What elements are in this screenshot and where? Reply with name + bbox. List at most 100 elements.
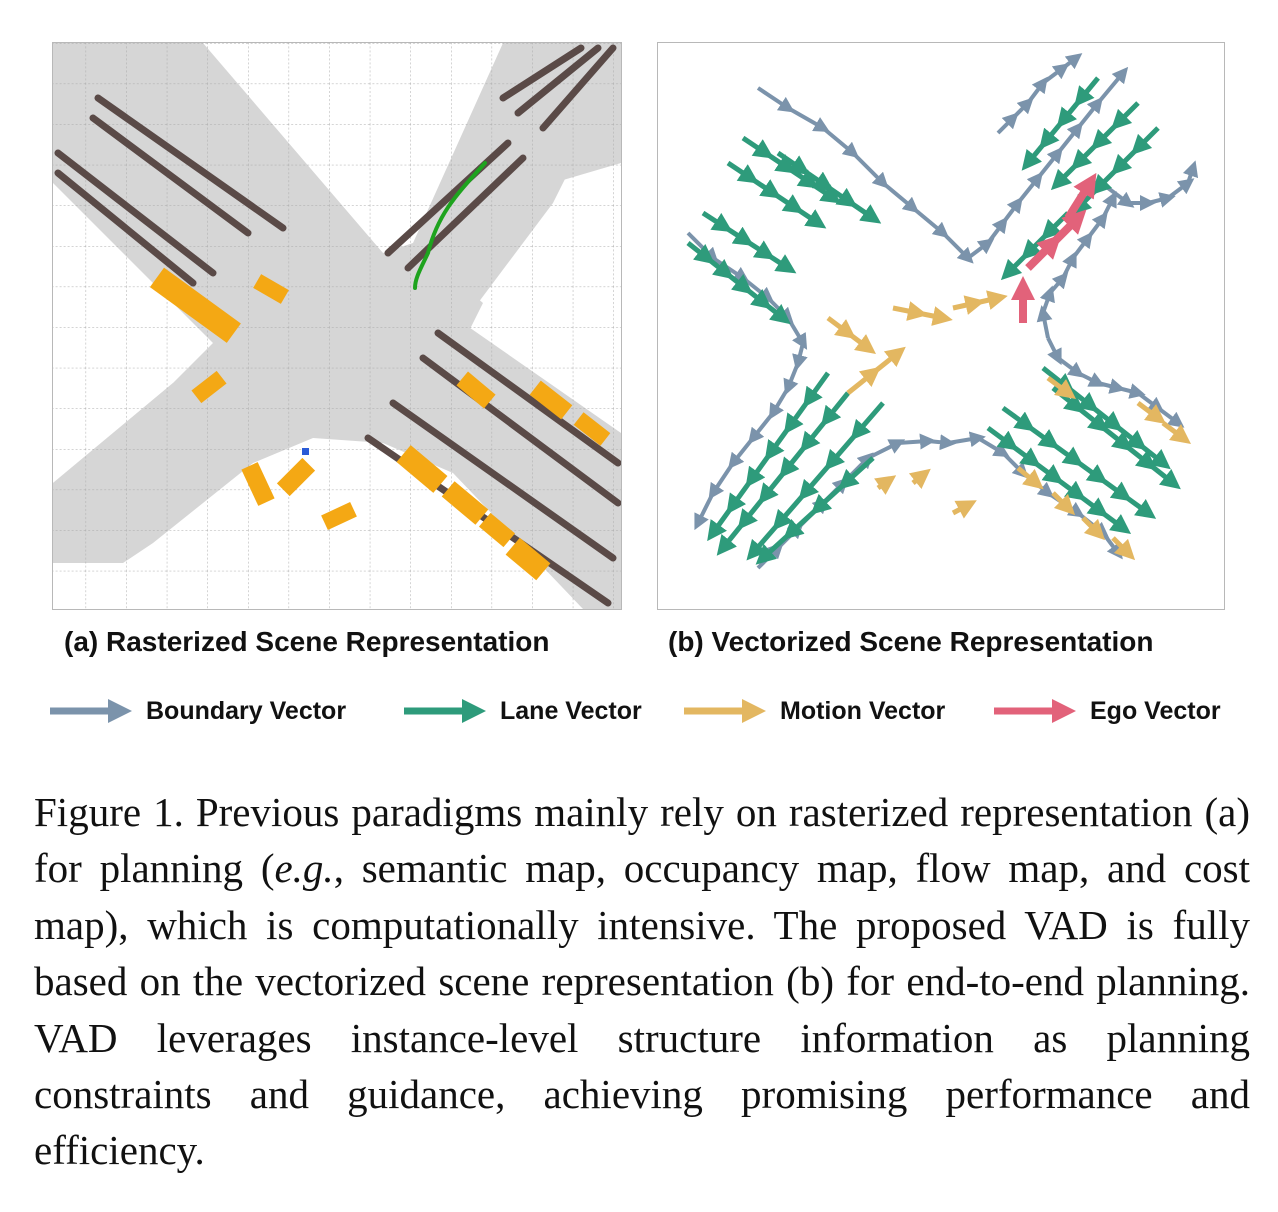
lane-vector bbox=[724, 271, 753, 295]
lane-vector bbox=[986, 425, 1019, 451]
boundary-vector bbox=[881, 181, 920, 214]
lane-vector bbox=[1090, 121, 1120, 151]
legend-label: Boundary Vector bbox=[146, 696, 347, 725]
boundary-vector bbox=[821, 126, 860, 159]
lane-vector bbox=[726, 160, 759, 184]
boundary-vector bbox=[1101, 190, 1117, 219]
lane-vector bbox=[1074, 458, 1108, 484]
caption-italic: e.g. bbox=[274, 845, 334, 892]
lane-vector bbox=[847, 199, 882, 224]
lane-vector bbox=[783, 506, 820, 540]
boundary-vector bbox=[787, 106, 830, 132]
arrow-icon bbox=[994, 699, 1076, 723]
lane-vector bbox=[743, 286, 772, 310]
boundary-vector bbox=[1147, 192, 1176, 208]
motion-vector bbox=[1046, 376, 1076, 399]
boundary-vector bbox=[927, 434, 956, 451]
lane-vector bbox=[1054, 475, 1087, 501]
legend-item-motion: Motion Vector bbox=[682, 688, 945, 734]
motion-vector bbox=[846, 366, 881, 395]
lane-vector bbox=[820, 391, 850, 427]
lane-vector bbox=[824, 183, 858, 208]
lane-vector bbox=[776, 150, 811, 175]
lane-vector bbox=[716, 520, 746, 556]
lane-vector bbox=[758, 468, 788, 505]
motion-vector bbox=[846, 331, 876, 354]
figure-caption: Figure 1. Previous paradigms mainly rely… bbox=[34, 784, 1250, 1179]
lane-vector bbox=[755, 531, 793, 565]
legend-label: Ego Vector bbox=[1090, 696, 1221, 725]
boundary-vector bbox=[1097, 378, 1126, 394]
lane-vector bbox=[764, 150, 797, 174]
lane-vector bbox=[744, 238, 776, 260]
boundary-vector bbox=[1076, 96, 1103, 130]
lane-vector bbox=[1009, 442, 1042, 468]
lane-vector bbox=[850, 401, 885, 441]
motion-vector bbox=[892, 301, 928, 321]
lane-vector bbox=[1075, 405, 1109, 433]
boundary-vector bbox=[976, 436, 1010, 458]
motion-vector bbox=[874, 475, 897, 495]
boundary-vector bbox=[1046, 337, 1062, 366]
legend: Boundary Vector Lane Vector Motion Vecto… bbox=[0, 688, 1278, 734]
boundary-vector bbox=[783, 362, 800, 396]
lane-vector bbox=[1021, 140, 1048, 171]
lane-vector bbox=[800, 417, 830, 453]
lane-vector bbox=[771, 190, 804, 214]
lane-vector bbox=[1122, 493, 1157, 519]
lane-vector bbox=[1056, 97, 1083, 129]
motion-vector bbox=[1016, 466, 1044, 490]
boundary-vector bbox=[947, 431, 986, 448]
motion-vector bbox=[952, 295, 986, 315]
boundary-vector bbox=[1036, 305, 1053, 339]
lane-vector bbox=[1110, 101, 1140, 131]
lane-vector bbox=[1049, 440, 1084, 467]
arrow-icon bbox=[404, 699, 486, 723]
boundary-vector bbox=[941, 231, 974, 264]
lane-vector bbox=[707, 504, 735, 542]
lane-vector bbox=[1025, 423, 1060, 449]
boundary-vector bbox=[1039, 285, 1055, 314]
motion-vector bbox=[1161, 421, 1191, 444]
lane-vector bbox=[1099, 509, 1132, 534]
ego-marker bbox=[302, 448, 309, 455]
lane-vector bbox=[783, 398, 811, 435]
lane-vector bbox=[1098, 475, 1132, 502]
lane-vector bbox=[686, 241, 715, 265]
lane-vector bbox=[1123, 443, 1157, 471]
boundary-vector bbox=[1011, 97, 1034, 120]
lane-vector bbox=[1074, 76, 1100, 107]
vectorized-scene-image bbox=[686, 53, 1199, 570]
boundary-vector bbox=[1117, 383, 1146, 399]
lane-vector bbox=[745, 451, 773, 488]
lane-vector bbox=[1110, 146, 1140, 176]
lane-dividers bbox=[54, 44, 621, 607]
lane-vector bbox=[1099, 424, 1133, 452]
boundary-vector bbox=[1026, 76, 1048, 105]
legend-item-ego: Ego Vector bbox=[992, 688, 1221, 734]
lane-vector bbox=[810, 481, 848, 515]
lane-vector bbox=[722, 224, 754, 246]
boundary-vector bbox=[1061, 250, 1077, 279]
motion-vector bbox=[826, 316, 856, 339]
lane-vector bbox=[798, 461, 833, 501]
boundary-vector bbox=[966, 238, 995, 260]
ego-path bbox=[413, 161, 487, 290]
motion-vector bbox=[1111, 536, 1136, 561]
lane-vector bbox=[1031, 459, 1064, 484]
boundary-vector bbox=[911, 206, 950, 239]
lane-vector bbox=[824, 431, 859, 471]
lane-vector bbox=[802, 371, 831, 408]
lane-vector bbox=[1147, 462, 1181, 490]
lane-vector bbox=[1076, 492, 1109, 518]
boundary-vector bbox=[728, 436, 755, 470]
boundary-vector bbox=[1182, 160, 1199, 184]
boundary-vector bbox=[996, 112, 1019, 135]
lane-vector bbox=[705, 256, 734, 280]
boundary-vector bbox=[1086, 211, 1108, 240]
ego-vector bbox=[1064, 172, 1097, 221]
motion-vector bbox=[1136, 401, 1166, 424]
boundary-vector bbox=[897, 433, 936, 450]
boundary-vector bbox=[1071, 231, 1093, 260]
lane-vector bbox=[1070, 141, 1100, 171]
